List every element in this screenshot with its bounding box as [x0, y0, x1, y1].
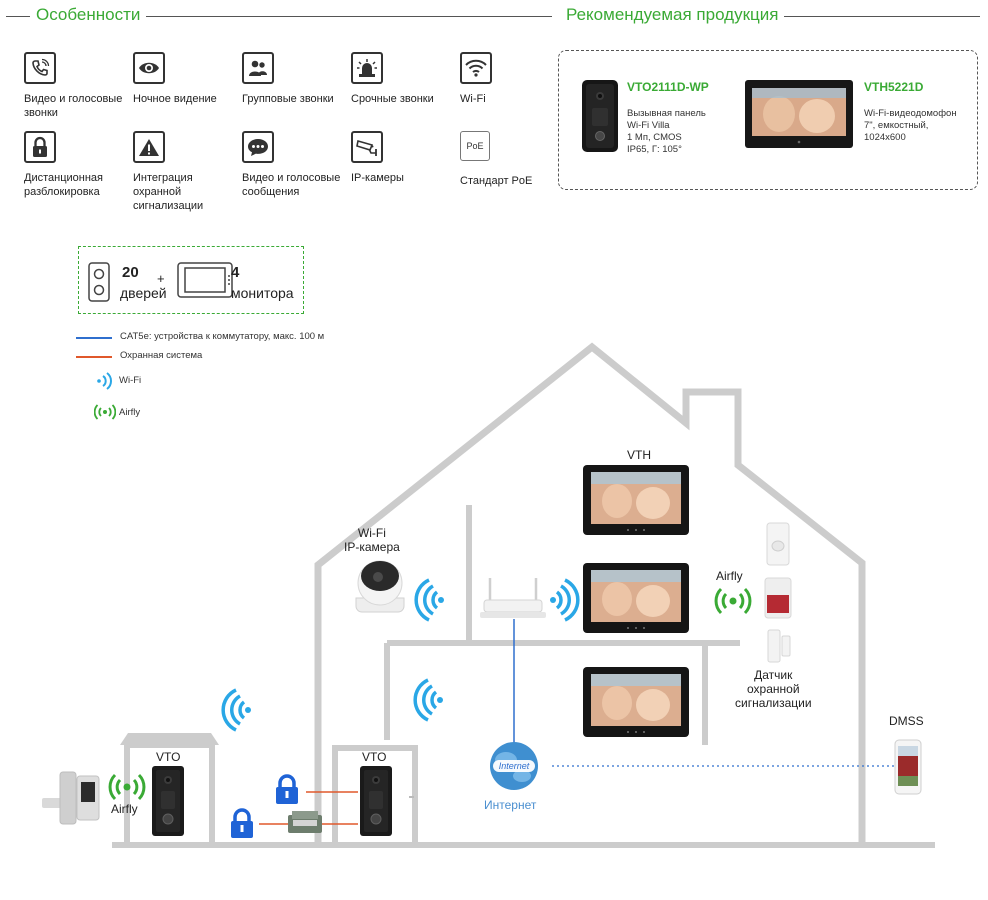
feature-label: IP-камеры — [351, 172, 404, 184]
feature-emergency-calls: Срочные звонки — [351, 52, 459, 106]
dmss-phone-icon — [894, 739, 922, 795]
product-desc-line: Wi-Fi Villa — [627, 120, 670, 131]
phone-icon — [24, 52, 56, 84]
legend-cat5e-line — [76, 337, 112, 339]
airfly-right-label: Airfly — [716, 569, 743, 583]
legend-security-line — [76, 356, 112, 358]
sensor-label-line: Датчик — [754, 668, 793, 682]
internet-label: Интернет — [484, 798, 537, 812]
capacity-plus: + — [157, 271, 165, 286]
alarm-light-icon — [351, 52, 383, 84]
product-desc-line: Вызывная панель — [627, 108, 706, 119]
product-desc-line: IP65, Г: 105° — [627, 144, 682, 155]
eye-icon — [133, 52, 165, 84]
product-desc: Вызывная панель Wi-Fi Villa 1 Мп, CMOS I… — [627, 108, 706, 156]
warning-icon — [133, 131, 165, 163]
capacity-doors-number: 20 — [122, 264, 139, 281]
sensor-siren-icon — [764, 577, 792, 619]
sensor-pir-icon — [766, 522, 790, 566]
legend-airfly-icon — [94, 404, 116, 420]
product-name: VTO2111D-WP — [627, 80, 709, 94]
ip-camera-icon — [355, 560, 405, 613]
capacity-monitors-number: 4 — [231, 264, 240, 281]
capacity-doors-label: дверей — [120, 285, 167, 301]
feature-alarm-integration: Интеграция охранной сигнализации — [133, 131, 241, 213]
feature-label: Видео и голосовые звонки — [24, 93, 123, 119]
smart-lock-icon — [42, 771, 100, 825]
feature-ip-cameras: IP-камеры — [351, 131, 459, 185]
airfly-icon-right — [714, 587, 752, 615]
vth-label: VTH — [627, 448, 651, 462]
lock-icon — [24, 131, 56, 163]
sensor-label-line: охранной — [747, 682, 800, 696]
legend-wifi-label: Wi-Fi — [119, 375, 142, 386]
feature-video-voice-messages: Видео и голосовые сообщения — [242, 131, 350, 199]
feature-video-voice-calls: Видео и голосовые звонки — [24, 52, 132, 120]
product-vto-image — [582, 80, 618, 152]
group-icon — [242, 52, 274, 84]
legend-airfly-label: Airfly — [119, 407, 141, 418]
wifi-icon — [460, 52, 492, 84]
monitor-icon — [177, 262, 233, 298]
feature-label: Дистанционная разблокировка — [24, 172, 103, 198]
camera-icon — [351, 131, 383, 163]
vto-left-label: VTO — [156, 750, 181, 764]
product-desc-line: 7", емкостный, — [864, 120, 929, 131]
sensor-door-icon — [767, 629, 791, 663]
legend-cat5e-label: CAT5e: устройства к коммутатору, макс. 1… — [120, 331, 325, 342]
poe-icon: PoE — [460, 131, 490, 161]
message-icon — [242, 131, 274, 163]
product-desc: Wi-Fi-видеодомофон 7", емкостный, 1024x6… — [864, 108, 957, 144]
feature-label: Групповые звонки — [242, 93, 334, 105]
wifi-camera-label-line: Wi-Fi — [357, 526, 386, 540]
capacity-monitors-label: монитора — [231, 285, 294, 301]
feature-night-vision: Ночное видение — [133, 52, 241, 106]
products-title: Рекомендуемая продукция — [560, 5, 785, 25]
feature-wifi: Wi-Fi — [460, 52, 568, 106]
feature-remote-unlock: Дистанционная разблокировка — [24, 131, 132, 199]
product-desc-line: 1 Мп, CMOS — [627, 132, 682, 143]
product-name: VTH5221D — [864, 80, 924, 94]
router-icon — [480, 578, 546, 618]
feature-group-calls: Групповые звонки — [242, 52, 350, 106]
wifi-camera-label: Wi-Fi IP-камера — [344, 526, 400, 554]
sensor-label: Датчик охранной сигнализации — [735, 668, 812, 710]
airfly-left-label: Airfly — [111, 802, 138, 816]
vto-right-label: VTO — [362, 750, 387, 764]
product-desc-line: Wi-Fi-видеодомофон — [864, 108, 957, 119]
recommended-products-box — [558, 50, 978, 190]
poe-icon-text: PoE — [466, 141, 484, 151]
feature-label: Интеграция охранной сигнализации — [133, 172, 204, 212]
wifi-camera-label-line: IP-камера — [344, 540, 400, 554]
airfly-icon-left — [108, 773, 146, 801]
internet-globe-label: Internet — [498, 761, 530, 771]
door-station-icon — [88, 262, 110, 302]
legend-security-label: Охранная система — [120, 350, 203, 361]
legend-wifi-icon — [97, 372, 112, 390]
dmss-label: DMSS — [889, 714, 924, 728]
feature-label: Ночное видение — [133, 93, 217, 105]
features-title: Особенности — [30, 5, 147, 25]
product-desc-line: 1024x600 — [864, 132, 906, 143]
feature-label: Wi-Fi — [460, 93, 486, 105]
sensor-label-line: сигнализации — [735, 696, 812, 710]
feature-label: Видео и голосовые сообщения — [242, 172, 341, 198]
feature-poe-standard: PoE Стандарт PoE — [460, 131, 568, 188]
capacity-box — [78, 246, 304, 314]
controller-module-icon — [288, 811, 322, 833]
feature-label: Стандарт PoE — [460, 175, 533, 187]
product-vth-image — [745, 80, 853, 148]
feature-label: Срочные звонки — [351, 93, 434, 105]
